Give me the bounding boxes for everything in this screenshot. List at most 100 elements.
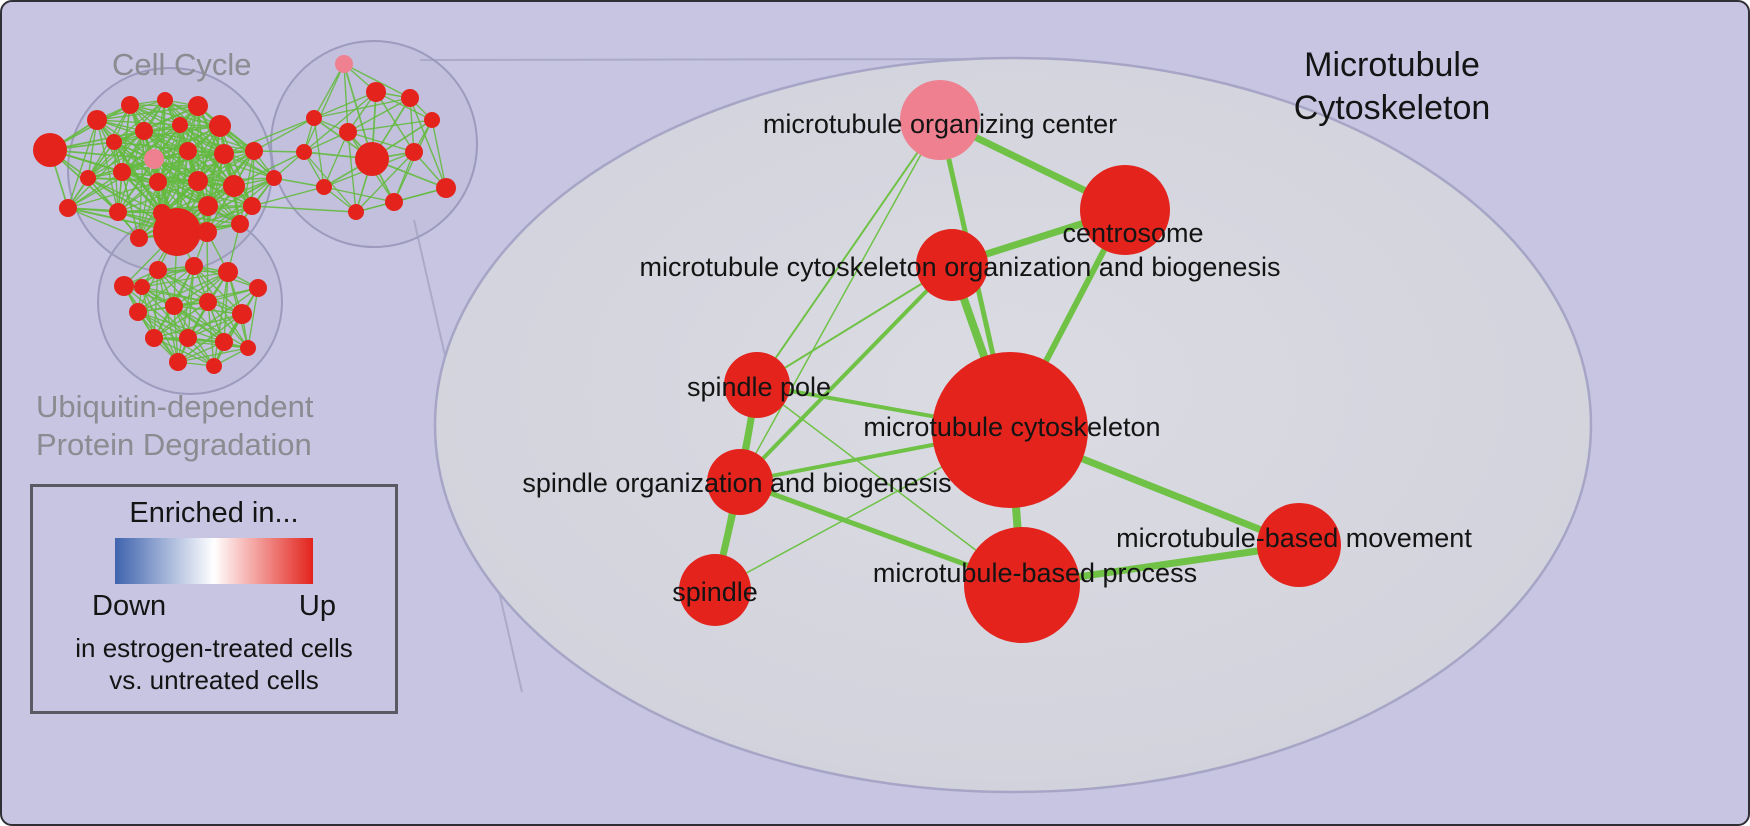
overview-edge [141,265,195,288]
overview-edge [67,158,155,209]
overview-node [87,110,107,130]
legend-scale-labels: Down Up [92,590,336,623]
overview-edge [313,117,325,188]
ubiquitin-label-line2: Protein Degradation [36,427,312,462]
overview-node [209,115,231,137]
node-centrosome [1080,165,1170,255]
overview-edge [197,150,255,182]
overview-edge [87,150,189,179]
legend-gradient-bar [115,538,313,584]
overview-bridge-edge [273,177,325,188]
overview-node [306,110,322,126]
node-spindle [679,554,751,626]
overview-node [169,353,187,371]
overview-edge [343,63,411,99]
overview-node [232,304,252,324]
overview-edge [347,97,411,133]
overview-edge [313,97,411,119]
overview-node [198,196,218,216]
overview-edge [323,131,349,188]
overview-node [215,333,233,351]
overview-edge [141,286,225,343]
zoom-title-line2: Cytoskeleton [1293,89,1491,127]
legend-title: Enriched in... [129,497,299,529]
overview-node [339,123,357,141]
overview-bridge-edge [251,186,325,207]
overview-edge [206,177,275,233]
overview-node [149,261,167,279]
node-label-spindle-pole: spindle pole [687,372,831,402]
overview-edge [157,150,255,183]
node-microtubule-cytoskeleton-organization-and-biogenesis [916,229,988,301]
overview-node [185,257,203,275]
overview-edge [121,153,225,173]
ubiquitin-label-line1: Ubiquitin-dependent [36,389,314,424]
overview-node [214,144,234,164]
node-microtubule-based-movement [1257,503,1341,587]
overview-edge [141,286,189,339]
overview-node [266,170,282,186]
overview-node [366,82,386,102]
overview-node [130,229,148,247]
overview-node [172,117,188,133]
overview-node [231,215,249,233]
node-label-microtubule-organizing-center: microtubule organizing center [763,109,1117,139]
overview-node [243,197,261,215]
overview-edge [157,105,199,183]
edge-microtubule-organizing-center--spindle-pole [756,119,941,386]
overview-node [153,208,201,256]
overview-edge [113,99,166,143]
overview-edge [117,180,199,213]
edge-microtubule-organizing-center--spindle-organization-and-biogenesis [739,119,941,483]
overview-node [355,142,389,176]
overview-node [335,55,353,73]
overview-edge [113,105,199,143]
overview-node [179,142,197,160]
overview-edge [137,311,189,339]
overview-edge [67,119,98,209]
overview-node [129,303,147,321]
overview-node [249,279,267,297]
overview-edge [303,91,377,153]
edge-microtubule-cytoskeleton-organization-and-biogenesis--spindle-pole [756,264,953,386]
overview-bridge-edge [206,231,209,303]
overview-edge [431,119,447,189]
overview-node [218,262,238,282]
overview-edge [137,311,225,343]
legend-box: Enriched in... Down Up in estrogen-treat… [30,484,398,714]
overview-bridge-edge [233,151,305,187]
overview-edge [347,131,357,213]
node-label-microtubule-based-process: microtubule-based process [873,558,1197,588]
overview-edge [375,91,433,121]
zoom-title-line1: Microtubule [1304,46,1480,84]
overview-edge [137,271,229,313]
overview-node [206,358,222,374]
overview-edge [247,287,259,349]
node-spindle-organization-and-biogenesis [707,449,773,515]
node-spindle-pole [724,352,790,418]
overview-edge [113,125,221,143]
overview-bridge-edge [253,117,315,152]
overview-node [188,171,208,191]
overview-edge [393,119,433,203]
node-label-microtubule-cytoskeleton-organization-and-biogenesis: microtubule cytoskeleton organization an… [640,252,1281,282]
overview-edge [313,63,345,119]
overview-node [316,179,332,195]
overview-edge [143,130,163,214]
overview-node [149,173,167,191]
overview-edge [223,271,229,343]
node-microtubule-organizing-center [900,80,980,160]
legend-caption-line2: vs. untreated cells [109,665,319,695]
overview-node [245,142,263,160]
overview-edge [67,181,159,209]
overview-edge [355,151,415,213]
overview-edge [67,207,140,239]
overview-node [113,163,131,181]
overview-edge [87,177,199,182]
overview-node [33,133,67,167]
node-microtubule-cytoskeleton [932,352,1088,508]
legend-caption: in estrogen-treated cells vs. untreated … [75,632,352,696]
cluster-label-cell-cycle: Cell Cycle [112,47,252,82]
